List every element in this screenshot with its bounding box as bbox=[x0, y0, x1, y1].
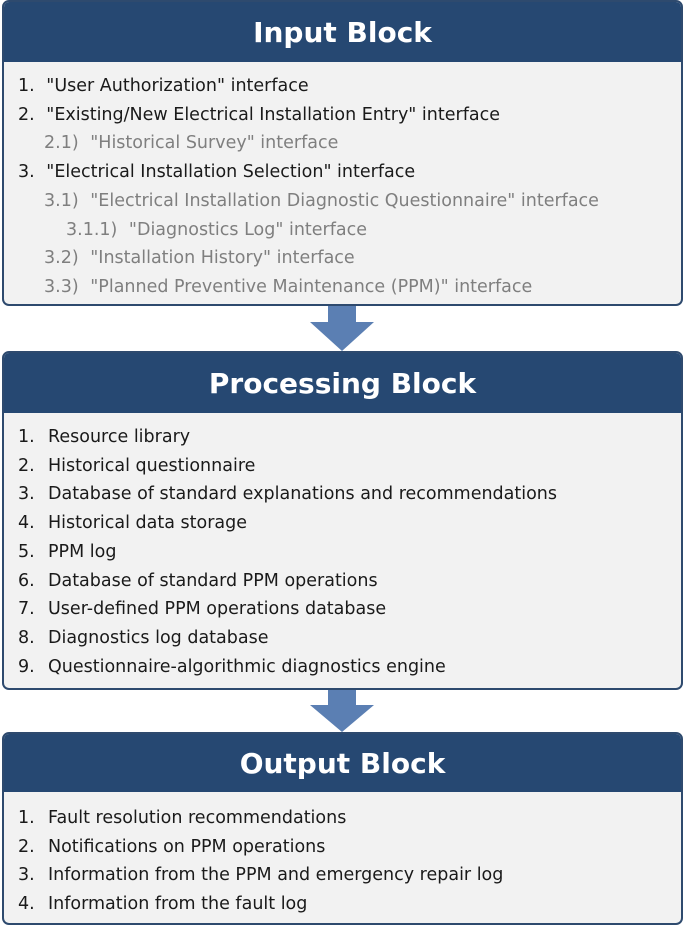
item-number: 3. bbox=[18, 162, 41, 183]
item-text: Fault resolution recommendations bbox=[48, 808, 347, 828]
list-item: 9. Questionnaire-algorithmic diagnostics … bbox=[18, 653, 667, 682]
item-text: Notifications on PPM operations bbox=[48, 836, 326, 857]
item-number: 3.1.1) bbox=[66, 219, 123, 240]
item-number: 3. bbox=[18, 865, 35, 886]
item-number: 1. bbox=[18, 76, 41, 96]
input-block: Input Block 1. "User Authorization" inte… bbox=[2, 0, 683, 306]
list-item: 3. Database of standard explanations and … bbox=[18, 480, 667, 509]
item-text: Resource library bbox=[48, 427, 191, 447]
item-text: Historical questionnaire bbox=[48, 455, 256, 476]
item-text: Database of standard PPM operations bbox=[48, 570, 378, 591]
item-text: Historical data storage bbox=[48, 513, 247, 534]
processing-block-title: Processing Block bbox=[4, 353, 681, 413]
list-item: 7. User-defined PPM operations database bbox=[18, 595, 667, 624]
item-number: 2. bbox=[18, 104, 41, 125]
item-number: 3. bbox=[18, 484, 35, 505]
flow-arrow-down-icon bbox=[310, 306, 374, 351]
item-number: 3.3) bbox=[44, 276, 85, 297]
item-number: 2. bbox=[18, 836, 35, 857]
item-number: 3.2) bbox=[44, 248, 85, 269]
item-number: 4. bbox=[18, 513, 35, 534]
item-text: Database of standard explanations and re… bbox=[48, 484, 558, 505]
item-text: "Electrical Installation Diagnostic Ques… bbox=[90, 190, 599, 211]
item-text: "User Authorization" interface bbox=[46, 76, 309, 96]
item-number: 6. bbox=[18, 570, 35, 591]
list-item: 2.1) "Historical Survey" interface bbox=[18, 129, 667, 158]
output-block-list: 1. Fault resolution recommendations 2. Not… bbox=[4, 792, 681, 919]
list-item: 1. "User Authorization" interface bbox=[18, 72, 667, 101]
item-text: "Electrical Installation Selection" inte… bbox=[46, 162, 416, 183]
item-text: "Planned Preventive Maintenance (PPM)" i… bbox=[90, 276, 533, 297]
item-number: 9. bbox=[18, 656, 35, 677]
item-text: "Historical Survey" interface bbox=[90, 133, 339, 154]
item-text: Information from the fault log bbox=[48, 894, 308, 915]
list-item: 2. Notifications on PPM operations bbox=[18, 833, 667, 862]
item-text: "Diagnostics Log" interface bbox=[128, 219, 368, 240]
list-item: 3.1.1) "Diagnostics Log" interface bbox=[18, 216, 667, 245]
item-number: 5. bbox=[18, 541, 35, 562]
input-block-title: Input Block bbox=[4, 2, 681, 62]
item-text: "Installation History" interface bbox=[90, 248, 355, 269]
list-item: 6. Database of standard PPM operations bbox=[18, 567, 667, 596]
item-text: Questionnaire-algorithmic diagnostics en… bbox=[48, 656, 446, 677]
item-text: User-defined PPM operations database bbox=[48, 599, 387, 620]
item-number: 2. bbox=[18, 455, 35, 476]
list-item: 3. "Electrical Installation Selection" i… bbox=[18, 158, 667, 187]
item-text: "Existing/New Electrical Installation En… bbox=[46, 104, 500, 125]
list-item: 5. PPM log bbox=[18, 538, 667, 567]
list-item: 1. Fault resolution recommendations bbox=[18, 804, 667, 833]
list-item: 3.2) "Installation History" interface bbox=[18, 244, 667, 273]
processing-block-list: 1. Resource library 2. Historical question… bbox=[4, 413, 681, 681]
flow-arrow-down-icon bbox=[310, 690, 374, 732]
output-block-title: Output Block bbox=[4, 734, 681, 792]
item-number: 4. bbox=[18, 894, 35, 915]
item-number: 3.1) bbox=[44, 190, 85, 211]
item-text: Diagnostics log database bbox=[48, 627, 269, 648]
list-item: 2. "Existing/New Electrical Installation… bbox=[18, 101, 667, 130]
list-item: 4. Historical data storage bbox=[18, 509, 667, 538]
list-item: 1. Resource library bbox=[18, 423, 667, 452]
list-item: 3.3) "Planned Preventive Maintenance (PP… bbox=[18, 273, 667, 302]
item-number: 7. bbox=[18, 599, 35, 620]
item-text: PPM log bbox=[48, 541, 117, 562]
list-item: 3. Information from the PPM and emergency… bbox=[18, 861, 667, 890]
processing-block: Processing Block 1. Resource library 2. Hi… bbox=[2, 351, 683, 690]
list-item: 4. Information from the fault log bbox=[18, 890, 667, 919]
list-item: 3.1) "Electrical Installation Diagnostic… bbox=[18, 187, 667, 216]
item-number: 1. bbox=[18, 808, 35, 828]
item-number: 1. bbox=[18, 427, 35, 447]
list-item: 2. Historical questionnaire bbox=[18, 452, 667, 481]
item-text: Information from the PPM and emergency r… bbox=[48, 865, 504, 886]
item-number: 2.1) bbox=[44, 133, 85, 154]
list-item: 8. Diagnostics log database bbox=[18, 624, 667, 653]
item-number: 8. bbox=[18, 627, 35, 648]
output-block: Output Block 1. Fault resolution recommen… bbox=[2, 732, 683, 925]
input-block-list: 1. "User Authorization" interface 2. "Ex… bbox=[4, 62, 681, 302]
